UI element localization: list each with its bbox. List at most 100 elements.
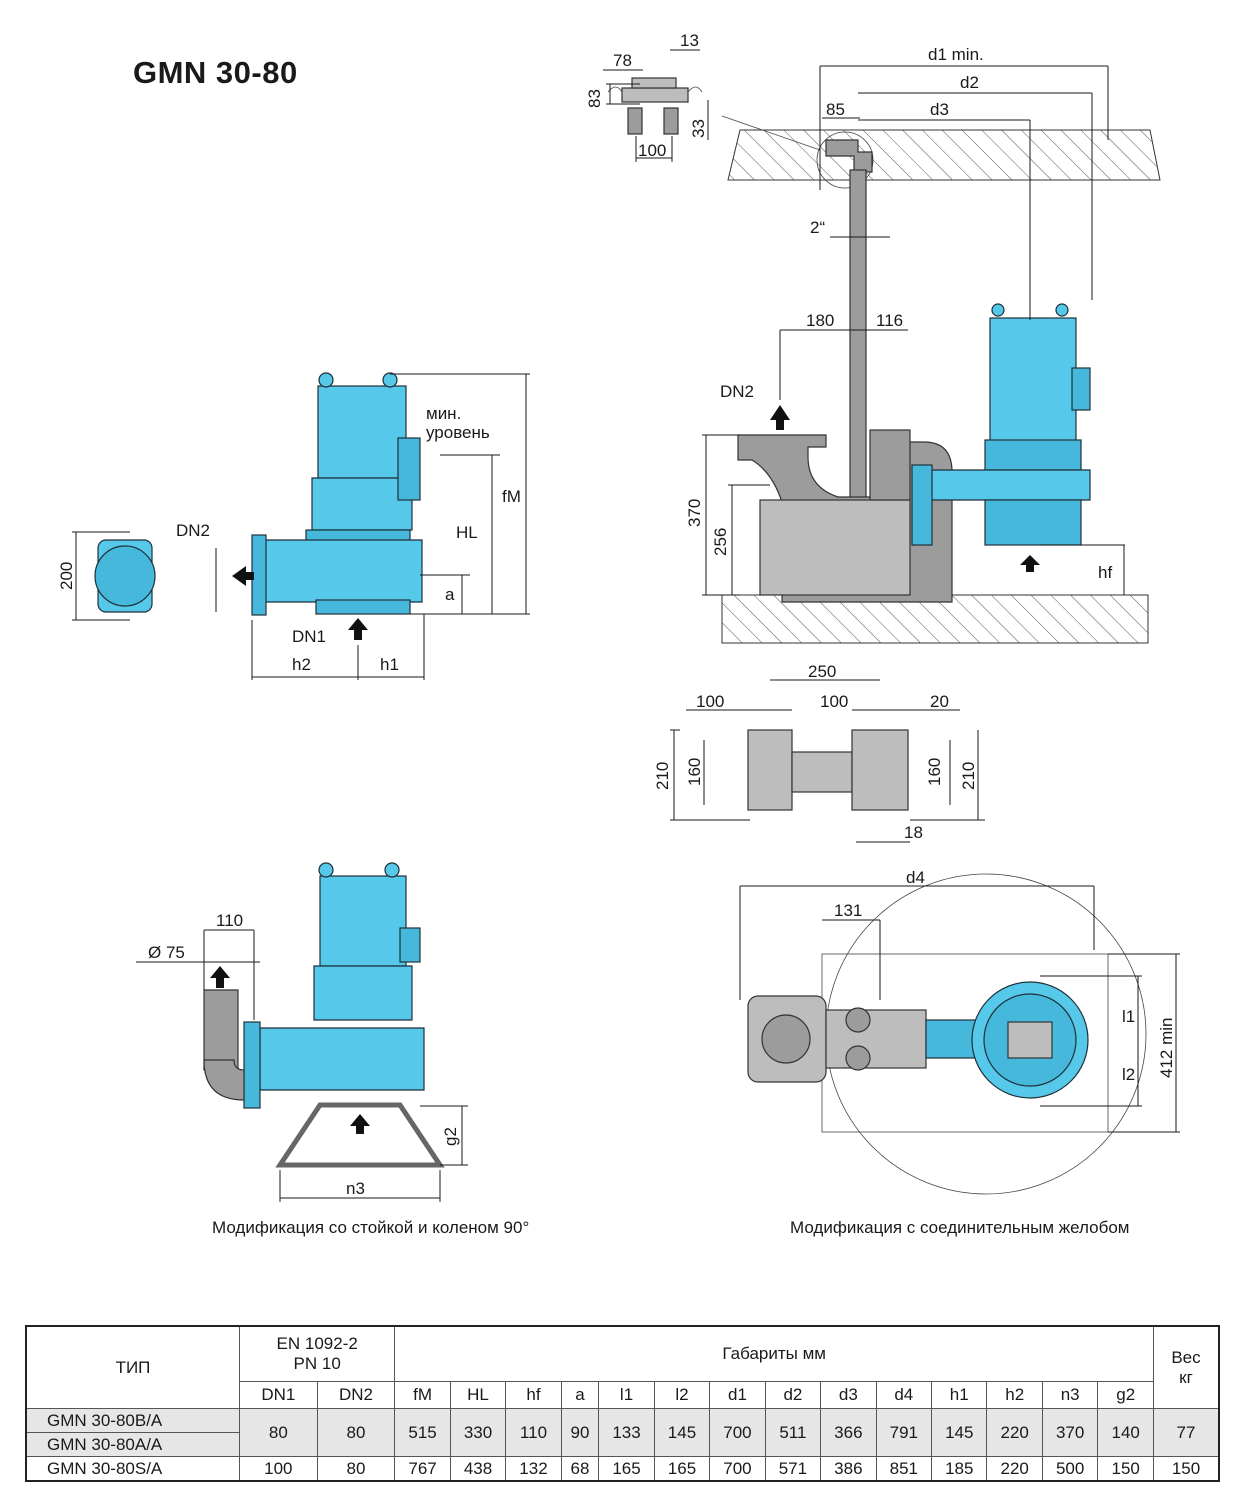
label-n3: n3 bbox=[346, 1179, 365, 1198]
row-type: GMN 30-80A/A bbox=[25, 1432, 240, 1457]
label-level: уровень bbox=[426, 423, 490, 442]
cell: 386 bbox=[820, 1456, 877, 1482]
dim-160-right: 160 bbox=[925, 758, 944, 786]
cell: 80 bbox=[316, 1456, 396, 1482]
cell: 791 bbox=[875, 1408, 933, 1457]
cell: 80 bbox=[239, 1408, 318, 1457]
cell: 132 bbox=[505, 1456, 562, 1482]
label-dn1: DN1 bbox=[292, 627, 326, 646]
label-d3: d3 bbox=[930, 100, 949, 119]
cell: 700 bbox=[709, 1456, 766, 1482]
dim-20: 20 bbox=[930, 692, 949, 711]
dim-210-right: 210 bbox=[959, 762, 978, 790]
dim-110: 110 bbox=[216, 911, 243, 930]
label-d1: d1 min. bbox=[928, 45, 984, 64]
col-l2: l2 bbox=[653, 1381, 711, 1409]
dim-33: 33 bbox=[689, 119, 708, 138]
col-h1: h1 bbox=[931, 1381, 988, 1409]
cell: 133 bbox=[598, 1408, 655, 1457]
col-h2: h2 bbox=[986, 1381, 1043, 1409]
cell: 366 bbox=[820, 1408, 877, 1457]
dim-83: 83 bbox=[585, 89, 604, 108]
trough-variant-view: d4 131 l1 l2 412 min bbox=[739, 868, 1180, 1195]
dim-250: 250 bbox=[808, 662, 836, 681]
caption-stand-variant: Модификация со стойкой и коленом 90° bbox=[212, 1218, 530, 1237]
cell: 220 bbox=[986, 1408, 1043, 1457]
stand-variant-view: 110 Ø 75 n3 g2 bbox=[136, 862, 468, 1202]
dim-100-mid: 100 bbox=[820, 692, 848, 711]
col-hl: HL bbox=[449, 1381, 507, 1409]
installation-view: d1 min. d2 d3 85 2“ 180 116 DN2 370 256 … bbox=[685, 45, 1161, 644]
col-d2: d2 bbox=[764, 1381, 822, 1409]
cell: 68 bbox=[560, 1456, 600, 1482]
dim-78: 78 bbox=[613, 51, 632, 70]
cell: 100 bbox=[239, 1456, 318, 1482]
guide-bracket-detail: 78 13 83 33 100 bbox=[585, 31, 709, 162]
label-412-min: 412 min bbox=[1157, 1018, 1176, 1078]
base-top-view: 250 100 100 20 210 160 160 210 18 bbox=[653, 662, 985, 843]
header-standard: EN 1092-2 PN 10 bbox=[238, 1325, 396, 1382]
dim-116: 116 bbox=[876, 311, 903, 330]
label-fm: fM bbox=[502, 487, 521, 506]
header-weight-1: Вес bbox=[1171, 1347, 1201, 1367]
dim-13: 13 bbox=[680, 31, 699, 50]
label-dn2-right: DN2 bbox=[720, 382, 754, 401]
cell: 110 bbox=[505, 1408, 562, 1457]
technical-drawing: 78 13 83 33 100 bbox=[57, 31, 1180, 1202]
cell: 145 bbox=[653, 1408, 711, 1457]
dim-256: 256 bbox=[711, 528, 730, 556]
label-d4: d4 bbox=[906, 868, 925, 887]
cell: 90 bbox=[560, 1408, 600, 1457]
header-weight-2: кг bbox=[1179, 1367, 1193, 1387]
table-row: GMN 30-80A/A bbox=[25, 1432, 1219, 1457]
caption-trough-variant: Модификация с соединительным желобом bbox=[790, 1218, 1130, 1237]
dim-160-left: 160 bbox=[685, 758, 704, 786]
cell: 220 bbox=[986, 1456, 1043, 1482]
page-title: GMN 30-80 bbox=[133, 55, 298, 90]
cell: 80 bbox=[316, 1408, 396, 1457]
label-h2: h2 bbox=[292, 655, 311, 674]
cell: 165 bbox=[598, 1456, 655, 1482]
cell: 511 bbox=[764, 1408, 822, 1457]
label-dn2-left: DN2 bbox=[176, 521, 210, 540]
cell: 150 bbox=[1097, 1456, 1154, 1482]
cell: 700 bbox=[709, 1408, 766, 1457]
cell: 571 bbox=[764, 1456, 822, 1482]
cell: 165 bbox=[653, 1456, 711, 1482]
col-dn1: DN1 bbox=[239, 1381, 318, 1409]
col-dn2: DN2 bbox=[316, 1381, 396, 1409]
table-row: GMN 30-80B/A 80 80 515 330 110 90 133 14… bbox=[25, 1408, 1220, 1457]
cell: 370 bbox=[1041, 1408, 1099, 1457]
pump-side-view: 200 мин. уровень fM HL a DN2 DN1 h2 h1 bbox=[57, 372, 530, 680]
cell: 515 bbox=[394, 1408, 451, 1457]
header-standard-1: EN 1092-2 bbox=[276, 1334, 358, 1353]
cell: 77 bbox=[1153, 1408, 1220, 1457]
dim-131: 131 bbox=[834, 901, 862, 920]
col-g2: g2 bbox=[1097, 1381, 1154, 1409]
header-dimensions: Габариты мм bbox=[394, 1325, 1154, 1382]
col-a: a bbox=[560, 1381, 600, 1409]
col-n3: n3 bbox=[1041, 1381, 1099, 1409]
label-d2: d2 bbox=[960, 73, 979, 92]
cell: 150 bbox=[1153, 1456, 1220, 1482]
label-l2: l2 bbox=[1122, 1065, 1135, 1084]
col-l1: l1 bbox=[598, 1381, 655, 1409]
dim-100-left: 100 bbox=[696, 692, 724, 711]
cell: 185 bbox=[931, 1456, 988, 1482]
row-type: GMN 30-80S/A bbox=[25, 1456, 240, 1482]
label-hl: HL bbox=[456, 523, 478, 542]
cell: 767 bbox=[394, 1456, 451, 1482]
col-d4: d4 bbox=[875, 1381, 933, 1409]
col-d3: d3 bbox=[820, 1381, 877, 1409]
label-h1: h1 bbox=[380, 655, 399, 674]
col-d1: d1 bbox=[709, 1381, 766, 1409]
label-min: мин. bbox=[426, 404, 461, 423]
dim-100-bracket: 100 bbox=[638, 141, 666, 160]
label-l1: l1 bbox=[1122, 1007, 1135, 1026]
label-hf: hf bbox=[1098, 563, 1112, 582]
dim-180: 180 bbox=[806, 311, 834, 330]
dim-85: 85 bbox=[826, 100, 845, 119]
dim-18: 18 bbox=[904, 823, 923, 842]
cell: 330 bbox=[449, 1408, 507, 1457]
spec-table: ТИП EN 1092-2 PN 10 Габариты мм Вес кг D… bbox=[25, 1325, 1220, 1482]
